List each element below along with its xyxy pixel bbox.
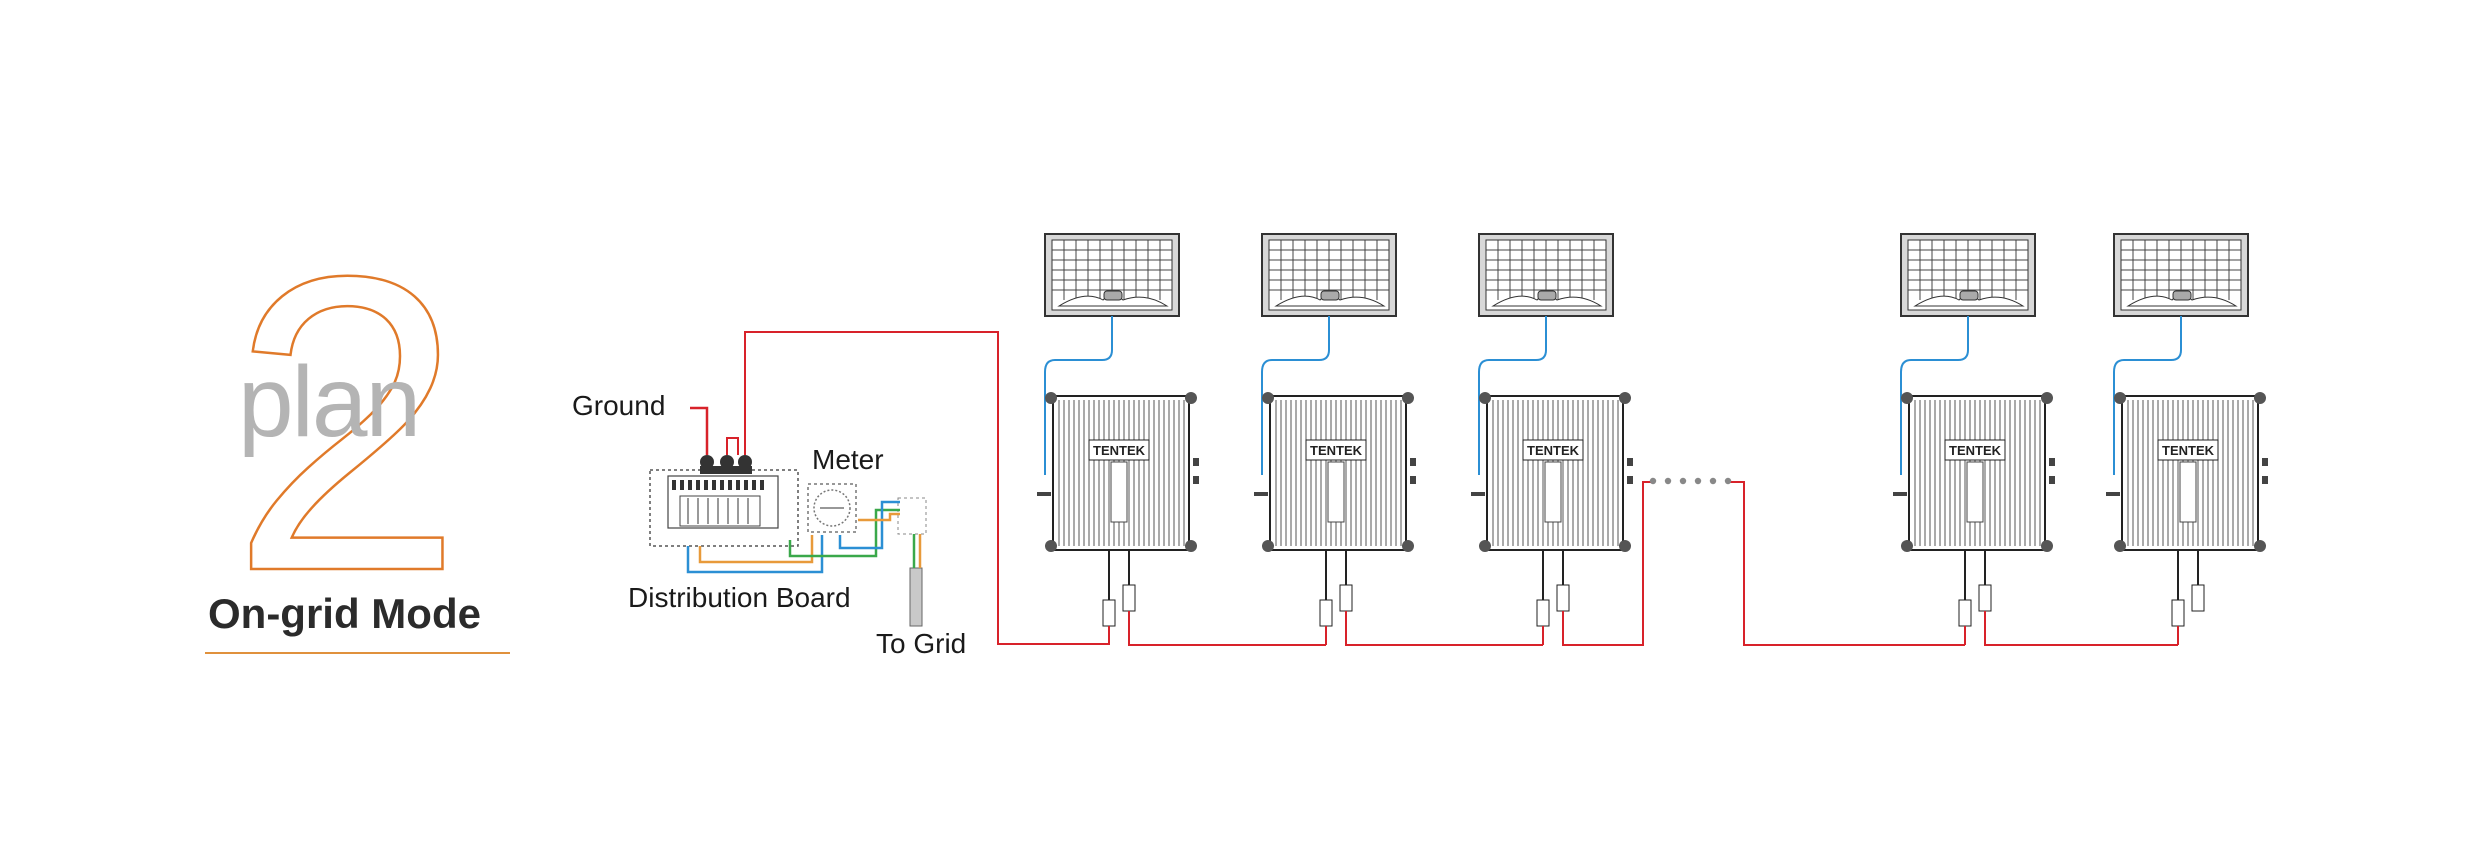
ac-link <box>1345 611 1543 646</box>
ac-chain <box>1108 481 2179 646</box>
solar-panel <box>2113 233 2249 317</box>
dc-cable <box>2113 316 2182 475</box>
ellipsis-dot <box>1724 477 1732 485</box>
ac-link <box>1562 481 1654 646</box>
ac-link <box>1128 611 1326 646</box>
microinverter: TENTEK <box>1254 392 1416 552</box>
ellipsis-dot <box>1679 477 1687 485</box>
plan-word: plan <box>238 346 421 458</box>
dc-cable <box>1900 316 1969 475</box>
title-underline <box>205 652 510 654</box>
ac-link <box>1984 611 2178 646</box>
ac-connectors <box>1102 550 1136 627</box>
dc-cable <box>1044 316 1113 475</box>
ac-link <box>1727 481 1965 646</box>
board-wiring <box>686 500 922 574</box>
ac-connectors <box>1319 550 1353 627</box>
distribution-board <box>649 455 799 547</box>
microinverter: TENTEK <box>1893 392 2055 552</box>
solar-panel <box>1900 233 2036 317</box>
ground-wire <box>690 406 709 455</box>
ellipsis-dot <box>1649 477 1657 485</box>
microinverter: TENTEK <box>2106 392 2268 552</box>
inverter-unit: TENTEK <box>2106 233 2268 627</box>
more-units-ellipsis <box>1649 477 1732 485</box>
microinverter: TENTEK <box>1037 392 1199 552</box>
plan-number: 2 <box>229 190 465 659</box>
brand-label: TENTEK <box>1093 443 1146 458</box>
brand-label: TENTEK <box>1527 443 1580 458</box>
ground-link-wire <box>726 437 739 455</box>
ellipsis-dot <box>1664 477 1672 485</box>
ac-connectors <box>1536 550 1570 627</box>
ellipsis-dot <box>1709 477 1717 485</box>
ac-connectors <box>1958 550 1992 627</box>
inverter-unit: TENTEK <box>1471 233 1633 627</box>
dc-cable <box>1261 316 1330 475</box>
brand-label: TENTEK <box>2162 443 2215 458</box>
mode-title: On-grid Mode <box>208 590 481 637</box>
microinverter: TENTEK <box>1471 392 1633 552</box>
solar-panel <box>1261 233 1397 317</box>
ac-connectors <box>2171 550 2205 627</box>
ac-feeder-line <box>744 331 1110 645</box>
dc-cable <box>1478 316 1547 475</box>
inverter-units: TENTEK TENTEK TENTEK TENTEK TENTEK <box>1037 233 2268 627</box>
distribution-board-label: Distribution Board <box>628 582 851 613</box>
brand-label: TENTEK <box>1310 443 1363 458</box>
solar-panel <box>1044 233 1180 317</box>
brand-label: TENTEK <box>1949 443 2002 458</box>
meter-label: Meter <box>812 444 884 475</box>
inverter-unit: TENTEK <box>1254 233 1416 627</box>
ground-label: Ground <box>572 390 666 421</box>
grid-connector <box>897 497 927 627</box>
inverter-unit: TENTEK <box>1893 233 2055 627</box>
inverter-unit: TENTEK <box>1037 233 1199 627</box>
to-grid-label: To Grid <box>876 628 967 659</box>
solar-panel <box>1478 233 1614 317</box>
meter <box>807 483 857 533</box>
ellipsis-dot <box>1694 477 1702 485</box>
